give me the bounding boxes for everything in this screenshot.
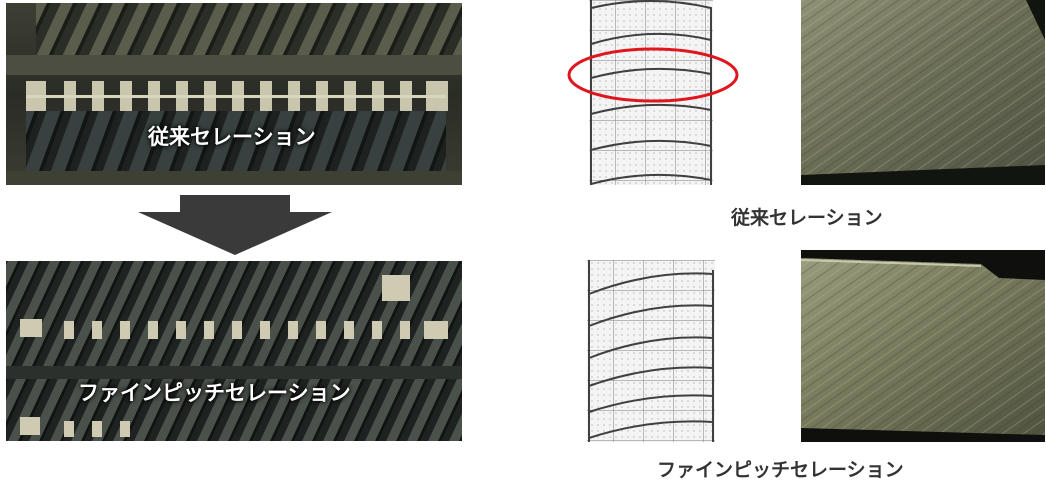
fine-pitch-serration-image: [6, 261, 462, 441]
conventional-serration-photo: 従来セレーション: [6, 3, 462, 185]
conventional-cross-section-photo: [801, 0, 1045, 185]
conventional-grid-profile: [585, 0, 721, 185]
fine-pitch-serration-photo: ファインピッチセレーション: [6, 261, 462, 441]
fine-pitch-serration-caption: ファインピッチセレーション: [657, 459, 904, 481]
fine-pitch-serration-overlay-label: ファインピッチセレーション: [78, 381, 351, 405]
down-arrow-icon: [138, 195, 332, 255]
fine-pitch-cross-section-photo: [801, 250, 1045, 442]
highlight-ellipse: [567, 47, 739, 103]
conventional-serration-image: [6, 3, 462, 185]
fine-pitch-grid-profile: [583, 260, 721, 442]
conventional-serration-caption: 従来セレーション: [731, 207, 883, 229]
conventional-serration-overlay-label: 従来セレーション: [148, 125, 316, 149]
